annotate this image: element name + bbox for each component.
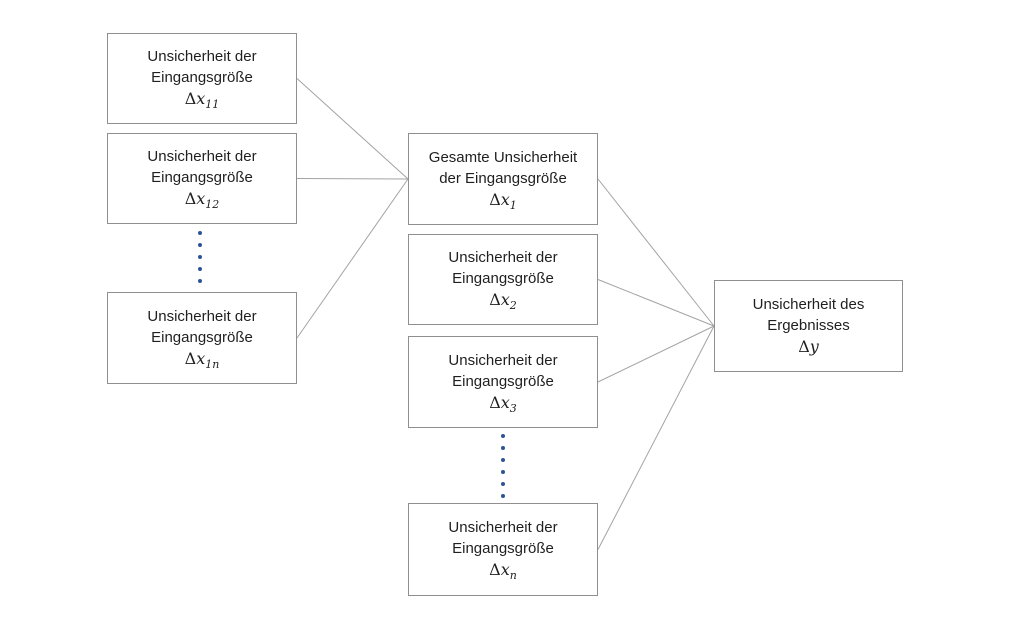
box-uncertainty-input-x1n: Unsicherheit der Eingangsgröße Δx1n [107,292,297,384]
delta-symbol: Δ [184,89,197,109]
variable-symbol: x [500,290,510,310]
box-text-line: Gesamte Unsicherheit [428,148,578,166]
subscript: 1 [509,199,517,213]
box-text-line: Ergebnisses [767,316,850,334]
box-text-line: Eingangsgröße [452,270,554,288]
math-label-delta-xn: Δxn [489,559,517,581]
variable-symbol: x [500,560,510,580]
box-uncertainty-input-x11: Unsicherheit der Eingangsgröße Δx11 [107,33,297,124]
math-label-delta-x11: Δx11 [185,88,220,110]
delta-symbol: Δ [798,336,810,356]
subscript: n [509,569,517,583]
ellipsis-dot [198,243,202,247]
box-text-line: Unsicherheit der [448,249,558,267]
box-text-line: Eingangsgröße [151,328,253,346]
box-text-line: Unsicherheit der [448,351,558,369]
math-label-delta-x12: Δx12 [185,188,220,210]
ellipsis-dot [501,470,505,474]
box-text-line: Eingangsgröße [452,372,554,390]
box-uncertainty-input-x2: Unsicherheit der Eingangsgröße Δx2 [408,234,598,325]
box-text-line: Unsicherheit der [147,48,257,66]
ellipsis-dots-left [107,231,293,283]
subscript: 3 [509,402,517,416]
connector-line-l3-to-m1 [296,178,409,339]
connector-line-m4-to-r1 [597,325,715,550]
box-text-line: Unsicherheit der [147,148,257,166]
ellipsis-dot [501,446,505,450]
ellipsis-dot [198,267,202,271]
box-text-line: der Eingangsgröße [439,169,567,187]
math-label-delta-x3: Δx3 [489,392,517,414]
ellipsis-dot [198,255,202,259]
math-label-delta-x1: Δx1 [489,189,517,211]
connector-line-l2-to-m1 [296,178,409,180]
ellipsis-dot [198,279,202,283]
box-text-line: Eingangsgröße [452,540,554,558]
delta-symbol: Δ [184,348,197,368]
variable-symbol: x [196,189,206,209]
connector-line-m3-to-r1 [597,325,715,383]
box-text-line: Unsicherheit der [448,519,558,537]
ellipsis-dot [501,458,505,462]
variable-symbol: x [196,89,206,109]
subscript: 2 [509,299,517,313]
variable-symbol: x [500,392,510,412]
ellipsis-dot [501,482,505,486]
variable-symbol: x [196,348,206,368]
ellipsis-dot [198,231,202,235]
box-text-line: Unsicherheit der [147,307,257,325]
connector-line-l1-to-m1 [296,78,409,180]
box-text-line: Eingangsgröße [151,169,253,187]
delta-symbol: Δ [489,290,501,310]
subscript: 11 [205,98,220,112]
box-uncertainty-input-xn: Unsicherheit der Eingangsgröße Δxn [408,503,598,596]
subscript: 12 [205,198,220,212]
connector-line-m2-to-r1 [597,279,715,327]
ellipsis-dot [501,434,505,438]
box-uncertainty-input-x3: Unsicherheit der Eingangsgröße Δx3 [408,336,598,428]
box-uncertainty-result-y: Unsicherheit des Ergebnisses Δy [714,280,903,372]
box-uncertainty-input-x12: Unsicherheit der Eingangsgröße Δx12 [107,133,297,224]
delta-symbol: Δ [489,189,501,209]
connector-line-m1-to-r1 [597,178,715,327]
box-text-line: Eingangsgröße [151,69,253,87]
delta-symbol: Δ [489,392,501,412]
math-label-delta-y: Δy [798,336,819,358]
math-label-delta-x2: Δx2 [489,289,517,311]
ellipsis-dot [501,494,505,498]
variable-symbol: x [500,189,510,209]
delta-symbol: Δ [184,189,197,209]
box-text-line: Unsicherheit des [752,295,865,313]
box-total-uncertainty-x1: Gesamte Unsicherheit der Eingangsgröße Δ… [408,133,598,225]
variable-symbol: y [809,336,819,356]
math-label-delta-x1n: Δx1n [185,348,220,370]
delta-symbol: Δ [489,560,501,580]
subscript: 1n [205,358,220,372]
ellipsis-dots-middle [408,434,598,498]
